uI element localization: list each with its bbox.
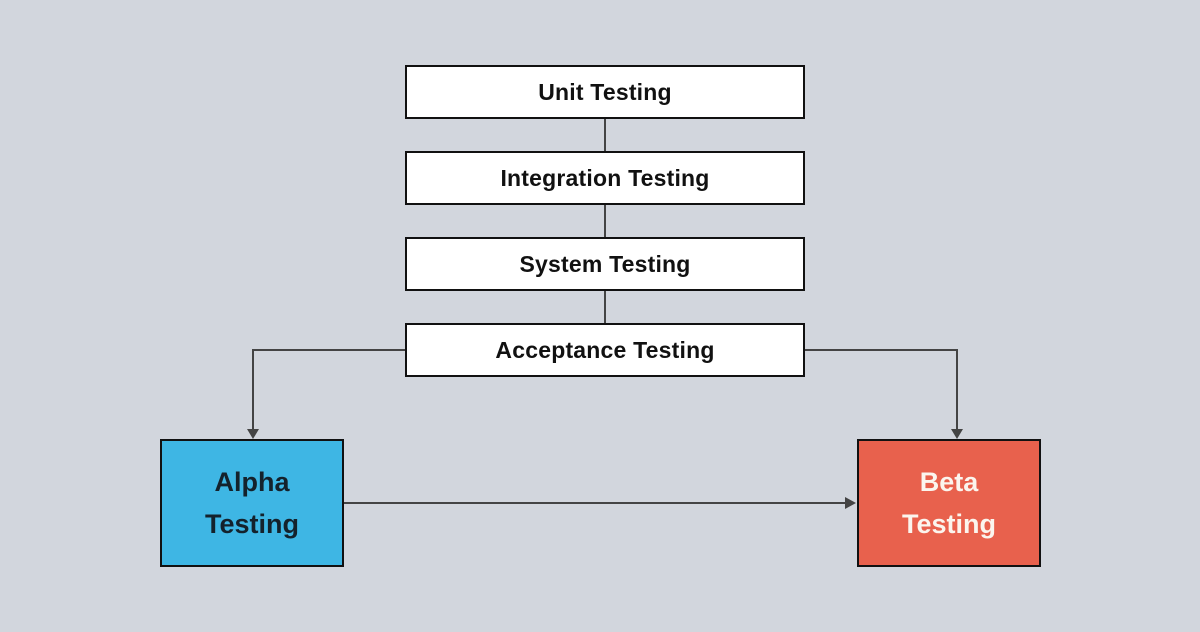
- node-beta-testing-label-line2: Testing: [902, 509, 996, 539]
- connector-acceptance-to-beta: [805, 349, 958, 430]
- node-alpha-testing: Alpha Testing: [160, 439, 344, 567]
- node-alpha-testing-label-line2: Testing: [205, 509, 299, 539]
- node-acceptance-testing-label: Acceptance Testing: [495, 336, 715, 363]
- connector-acceptance-to-alpha: [252, 349, 405, 430]
- arrowhead-into-beta-top-icon: [951, 429, 963, 439]
- node-beta-testing-label-line1: Beta: [919, 467, 979, 497]
- node-unit-testing-label: Unit Testing: [538, 78, 672, 105]
- node-alpha-testing-label-line1: Alpha: [214, 467, 290, 497]
- node-acceptance-testing: Acceptance Testing: [405, 323, 805, 377]
- node-integration-testing-label: Integration Testing: [500, 164, 710, 191]
- node-system-testing-label: System Testing: [519, 250, 691, 277]
- arrowhead-into-beta-left-icon: [845, 497, 856, 509]
- node-integration-testing: Integration Testing: [405, 151, 805, 205]
- arrowhead-into-alpha-icon: [247, 429, 259, 439]
- node-beta-testing: Beta Testing: [857, 439, 1041, 567]
- node-unit-testing: Unit Testing: [405, 65, 805, 119]
- node-system-testing: System Testing: [405, 237, 805, 291]
